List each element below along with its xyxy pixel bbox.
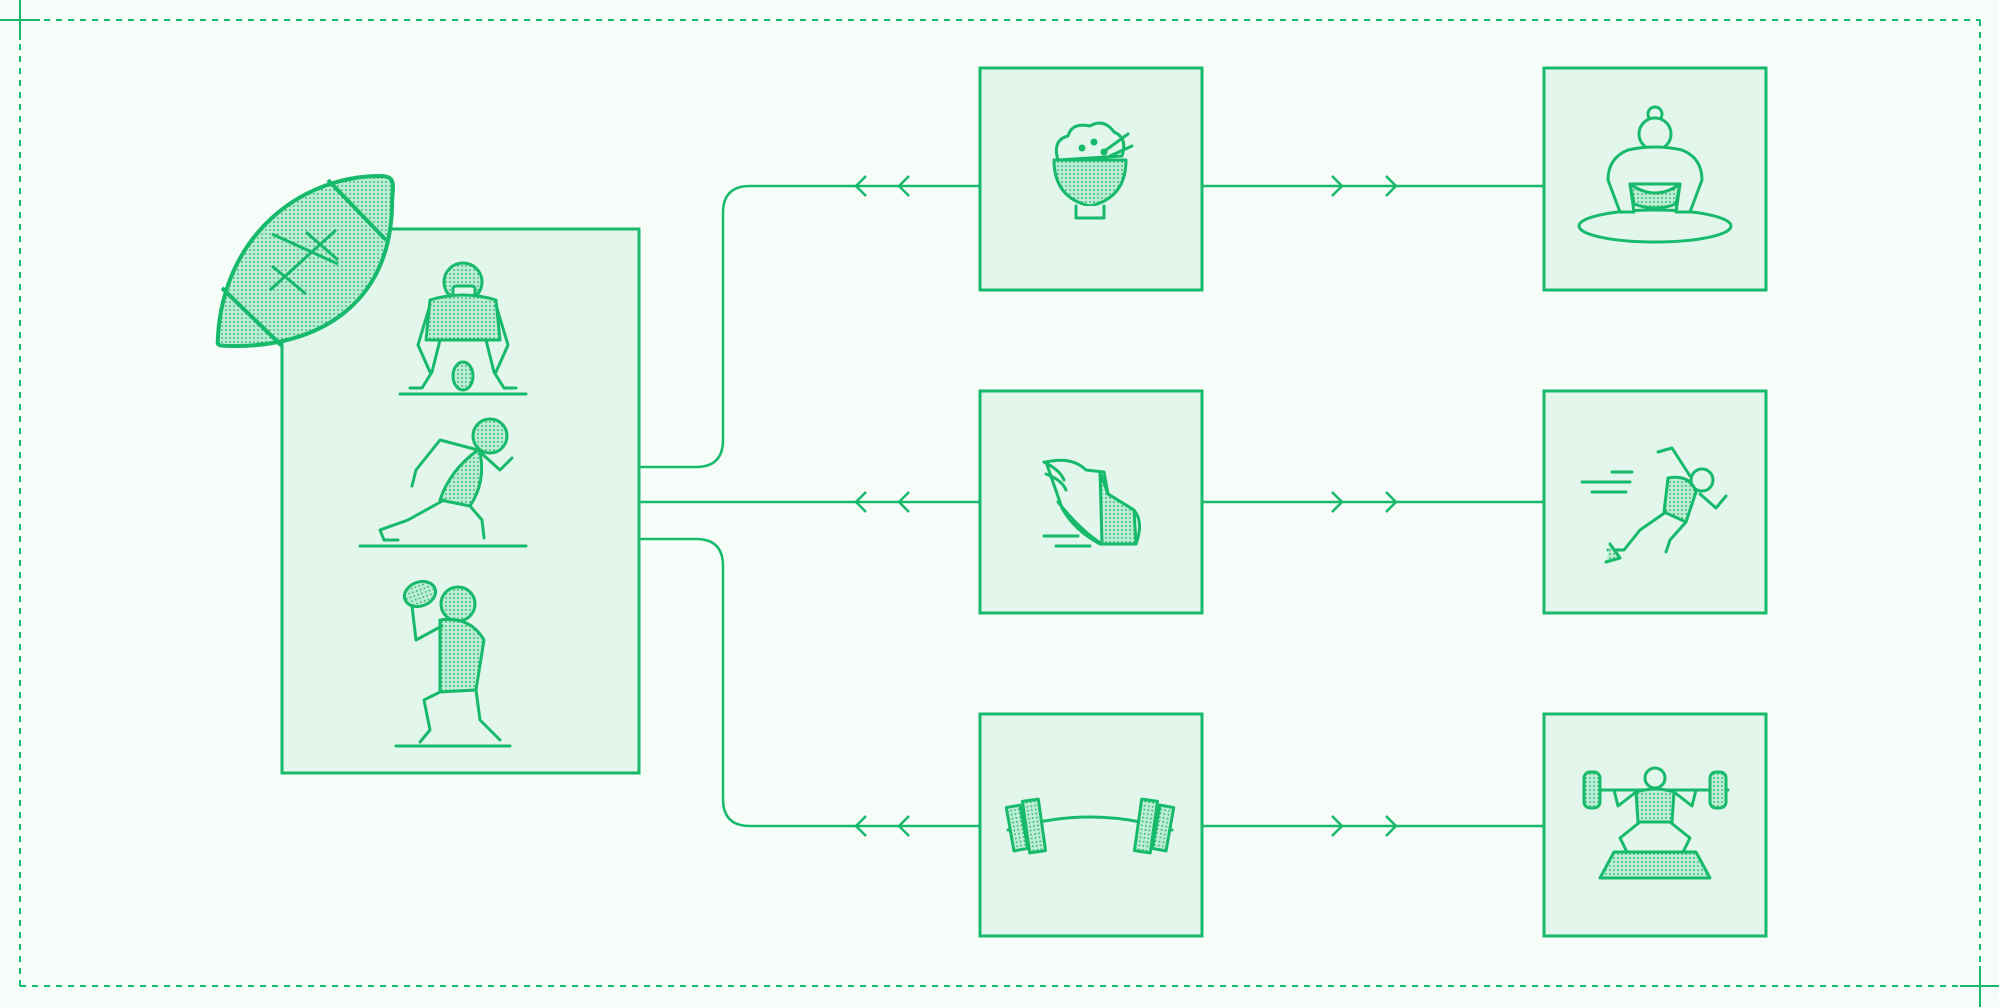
football-runner-icon (358, 417, 528, 548)
box-middle-top (978, 66, 1204, 292)
sumo-wrestler-icon (1577, 105, 1733, 244)
connectors-left (639, 175, 980, 837)
rice-bowl-icon (1052, 121, 1134, 220)
sprinter-icon (1580, 446, 1728, 564)
arrow-right-icon (1331, 491, 1344, 513)
box-right-middle (1542, 389, 1768, 615)
box-right-bottom (1542, 712, 1768, 938)
connector-top-left (639, 184, 980, 469)
arrow-right-icon (1331, 815, 1344, 837)
arrow-left-icon (897, 175, 910, 197)
arrow-left-icon (854, 175, 867, 197)
winged-shoe-icon (1042, 458, 1141, 548)
football-icon (215, 174, 395, 348)
arrow-right-icon (1385, 175, 1398, 197)
football-snapper-icon (398, 261, 528, 396)
box-right-top (1542, 66, 1768, 292)
dashed-frame (19, 19, 1981, 987)
arrow-left-icon (854, 491, 867, 513)
weightlifter-squat-icon (1582, 766, 1730, 880)
box-middle-middle (978, 389, 1204, 615)
connector-bottom-left (639, 537, 980, 828)
arrow-right-icon (1331, 175, 1344, 197)
arrow-right-icon (1385, 815, 1398, 837)
football-laces (271, 230, 339, 296)
arrow-right-icon (1385, 491, 1398, 513)
arrow-left-icon (897, 491, 910, 513)
football-passer-icon (394, 579, 512, 748)
arrow-left-icon (854, 815, 867, 837)
connectors-right (1202, 175, 1544, 837)
box-middle-bottom (978, 712, 1204, 938)
barbell-icon (1004, 797, 1176, 855)
arrow-left-icon (897, 815, 910, 837)
